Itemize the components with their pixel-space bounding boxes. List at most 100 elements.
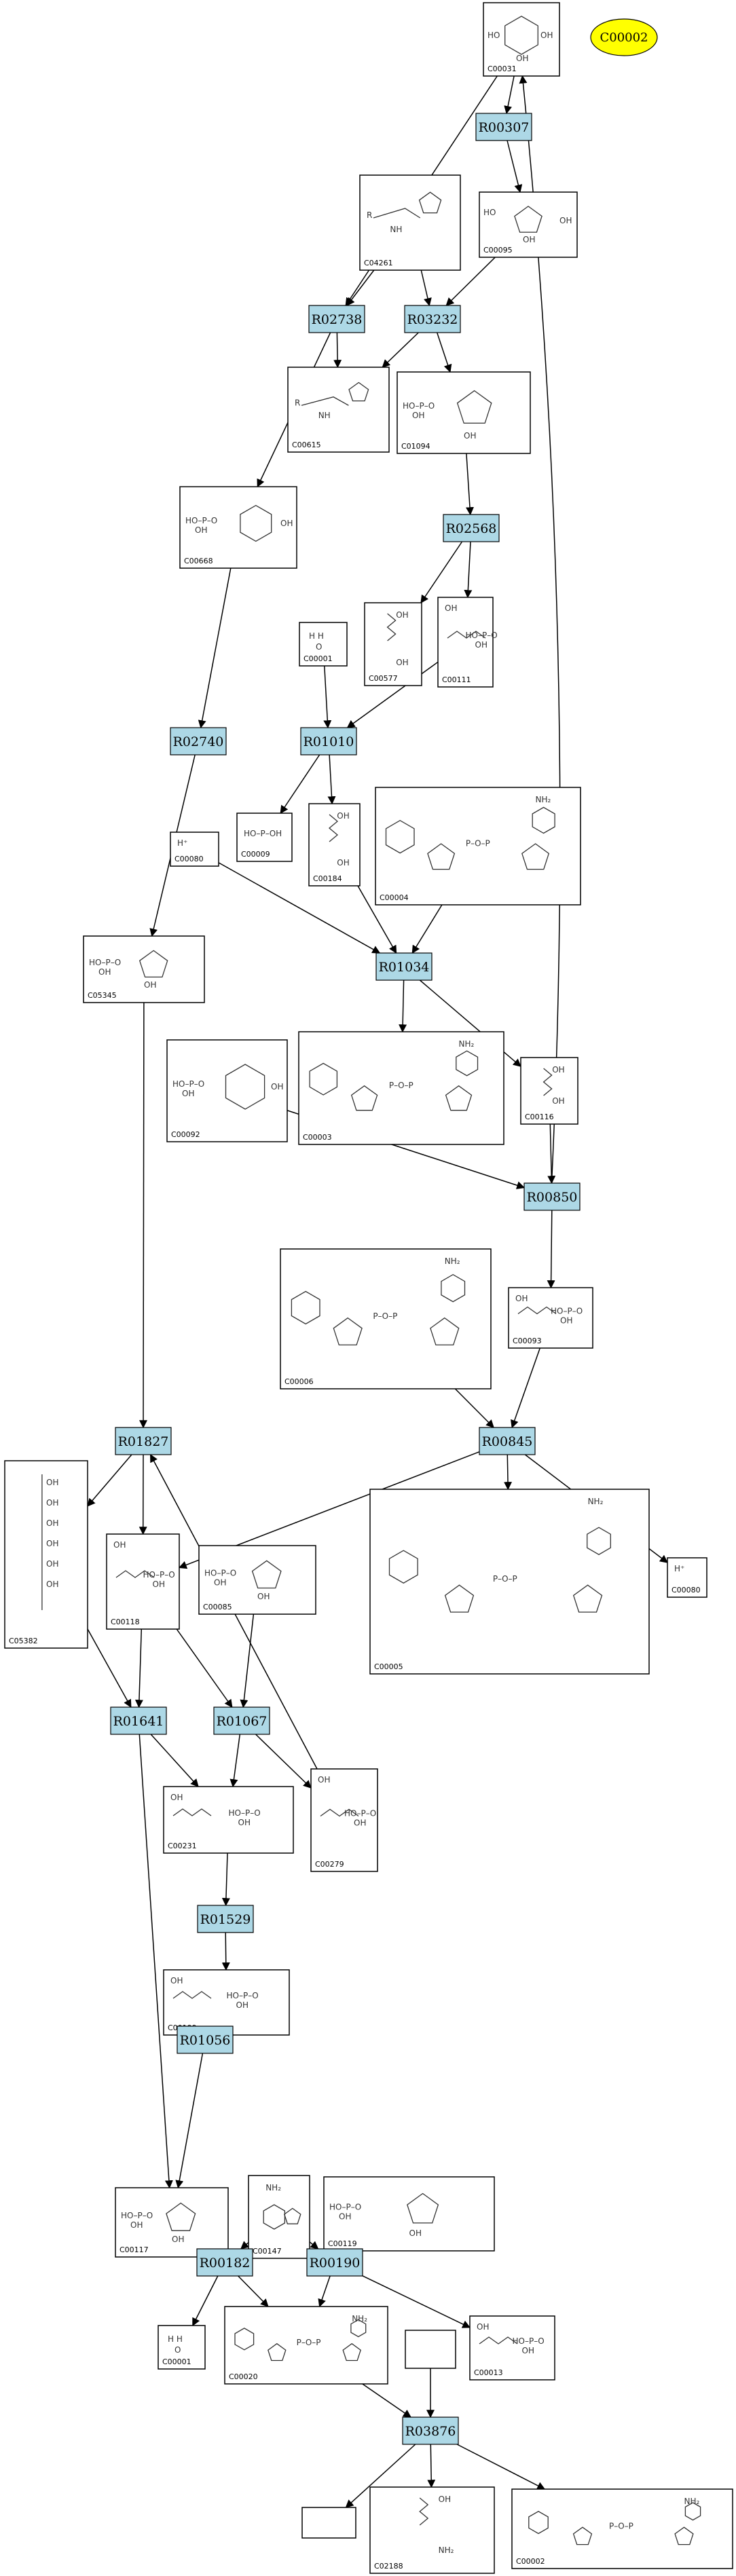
compound-box[interactable] — [115, 2187, 229, 2258]
reaction-r01827[interactable]: R01827 — [115, 1427, 172, 1455]
reaction-box[interactable] — [375, 952, 433, 981]
reaction-box[interactable] — [197, 1905, 254, 1933]
blank-compound-box[interactable] — [405, 2330, 456, 2369]
compound-box[interactable] — [310, 1768, 378, 1872]
compound-box[interactable] — [163, 1786, 294, 1854]
compound-box[interactable] — [236, 813, 293, 862]
reaction-r03876[interactable]: R03876 — [402, 2416, 459, 2445]
reaction-box[interactable] — [523, 1182, 581, 1211]
reaction-box[interactable] — [196, 2248, 253, 2277]
highlighted-compound-c00002[interactable]: C00002 — [590, 18, 658, 56]
reaction-box[interactable] — [177, 2026, 234, 2054]
reaction-box[interactable] — [170, 727, 227, 755]
compound-box[interactable] — [375, 787, 581, 906]
reaction-box[interactable] — [479, 1427, 536, 1455]
reaction-box[interactable] — [213, 1706, 270, 1735]
compound-box[interactable] — [179, 486, 297, 569]
reaction-box[interactable] — [300, 727, 357, 755]
compound-c00080-copy[interactable]: H⁺C00080 — [667, 1557, 707, 1598]
compound-box[interactable] — [287, 367, 390, 453]
compound-box[interactable] — [667, 1557, 707, 1598]
compound-box[interactable] — [508, 1287, 593, 1349]
reaction-box[interactable] — [306, 2248, 363, 2277]
reaction-box[interactable] — [308, 305, 365, 333]
compound-box[interactable] — [469, 2315, 555, 2381]
reaction-r03232[interactable]: R03232 — [404, 305, 461, 333]
reaction-box[interactable] — [404, 305, 461, 333]
reaction-r00850[interactable]: R00850 — [523, 1182, 581, 1211]
compound-box[interactable] — [298, 1031, 504, 1145]
reaction-box[interactable] — [402, 2416, 459, 2445]
compound-box[interactable] — [170, 832, 219, 867]
compound-c00080[interactable]: H⁺C00080 — [170, 832, 219, 867]
reaction-r02568[interactable]: R02568 — [443, 514, 500, 542]
reaction-r00190[interactable]: R00190 — [306, 2248, 363, 2277]
compound-box[interactable] — [83, 935, 205, 1003]
compound-box[interactable] — [323, 2176, 495, 2252]
compound-box[interactable] — [106, 1533, 180, 1630]
compound-box[interactable] — [369, 2486, 495, 2574]
reaction-box[interactable] — [443, 514, 500, 542]
reaction-box[interactable] — [475, 113, 532, 141]
reaction-r01034[interactable]: R01034 — [375, 952, 433, 981]
compound-box[interactable] — [479, 191, 578, 258]
reaction-r01529[interactable]: R01529 — [197, 1905, 254, 1933]
compound-box[interactable] — [4, 1460, 88, 1649]
compound-box[interactable] — [166, 1039, 288, 1142]
compound-box[interactable] — [248, 2175, 310, 2259]
reaction-r00182[interactable]: R00182 — [196, 2248, 253, 2277]
reaction-r01067[interactable]: R01067 — [213, 1706, 270, 1735]
compound-box[interactable] — [308, 803, 361, 886]
compound-box[interactable] — [437, 597, 494, 688]
compound-box[interactable] — [280, 1248, 492, 1389]
reaction-r00845[interactable]: R00845 — [479, 1427, 536, 1455]
compound-box[interactable] — [364, 602, 422, 686]
compound-box[interactable] — [163, 1969, 290, 2036]
reaction-box[interactable] — [110, 1706, 167, 1735]
compound-box[interactable] — [483, 2, 560, 77]
reaction-r01010[interactable]: R01010 — [300, 727, 357, 755]
compound-box[interactable] — [511, 2488, 733, 2569]
reaction-r02740[interactable]: R02740 — [170, 727, 227, 755]
reaction-r01641[interactable]: R01641 — [110, 1706, 167, 1735]
compound-box[interactable] — [397, 371, 531, 454]
highlight-ellipse[interactable] — [590, 18, 658, 56]
reaction-r02738[interactable]: R02738 — [308, 305, 365, 333]
reaction-r01056[interactable]: R01056 — [177, 2026, 234, 2054]
compound-box[interactable] — [369, 1489, 650, 1675]
blank-compound-box[interactable] — [301, 2507, 356, 2539]
reaction-r00307[interactable]: R00307 — [475, 113, 532, 141]
